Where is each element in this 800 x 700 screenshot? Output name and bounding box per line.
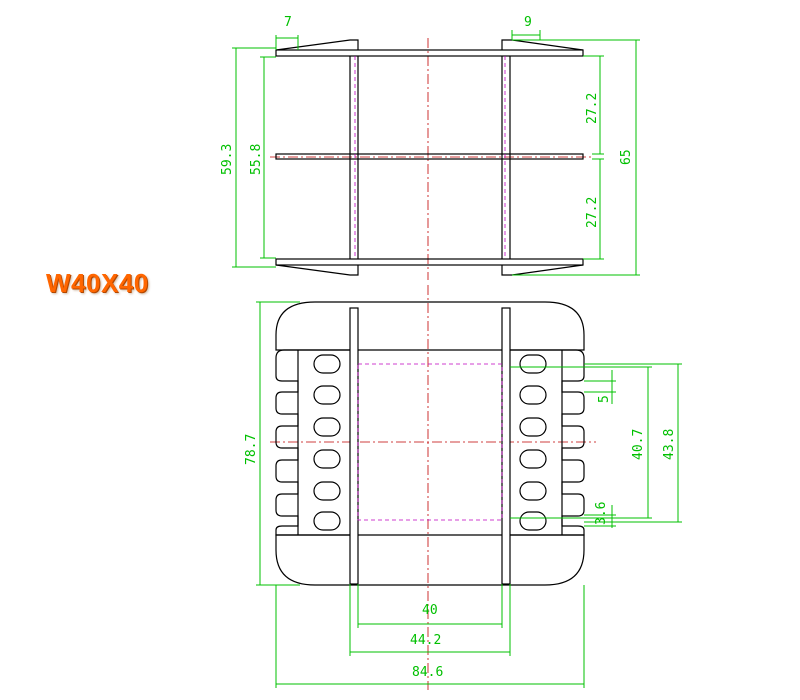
dim-65-label: 65 xyxy=(619,149,634,165)
top-flange xyxy=(275,49,584,57)
left-slot-2 xyxy=(313,385,341,405)
right-slot-2 xyxy=(519,385,547,405)
dim-78-label: 78.7 xyxy=(244,434,259,465)
dim-40-7-label: 40.7 xyxy=(631,429,646,460)
front-view: 78.7 5 40.7 43.8 3.6 40 44.2 xyxy=(244,285,682,690)
right-pin-bottom xyxy=(501,264,584,276)
left-fingers xyxy=(275,349,350,536)
dim-44-label: 44.2 xyxy=(410,633,441,648)
middle-plate xyxy=(275,153,584,160)
dim-59-label: 59.3 xyxy=(220,144,235,175)
bottom-flange xyxy=(275,258,584,266)
right-core-wall xyxy=(501,307,511,585)
dim-5-label: 5 xyxy=(597,395,612,403)
right-slot-1 xyxy=(519,354,547,374)
left-slot-6 xyxy=(313,511,341,531)
dim-27b-label: 27.2 xyxy=(585,197,600,228)
right-slot-4 xyxy=(519,449,547,469)
right-fingers xyxy=(510,349,585,536)
top-view: 7 9 59.3 55.8 27.2 27.2 65 xyxy=(220,15,640,280)
left-slot-1 xyxy=(313,354,341,374)
model-title: W40X40 xyxy=(46,268,149,298)
dim-40-label: 40 xyxy=(422,603,438,618)
dim-7-label: 7 xyxy=(284,15,292,30)
left-slot-5 xyxy=(313,481,341,501)
right-slot-5 xyxy=(519,481,547,501)
bottom-cap xyxy=(275,534,585,586)
dim-55-label: 55.8 xyxy=(249,144,264,175)
left-pin-bottom xyxy=(275,264,359,276)
left-slot-4 xyxy=(313,449,341,469)
dim-27a-label: 27.2 xyxy=(585,93,600,124)
right-pin-top xyxy=(501,39,584,51)
left-pin-top xyxy=(275,39,359,51)
dim-9-label: 9 xyxy=(524,15,532,30)
right-slot-3 xyxy=(519,417,547,437)
left-slot-3 xyxy=(313,417,341,437)
top-cap xyxy=(275,301,585,351)
left-core-wall xyxy=(349,307,359,585)
dim-3-6-label: 3.6 xyxy=(594,502,609,525)
dim-43-label: 43.8 xyxy=(662,429,677,460)
dim-84-label: 84.6 xyxy=(412,665,443,680)
right-slot-6 xyxy=(519,511,547,531)
hidden-window xyxy=(357,363,503,521)
